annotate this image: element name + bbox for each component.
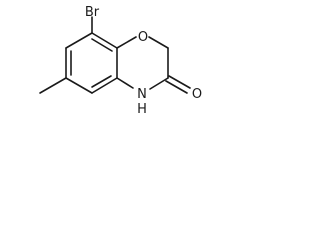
bond-n4-c4a [116, 77, 134, 89]
bond-c7-c8 [65, 32, 93, 49]
ring-oxygen-label: O [138, 30, 148, 45]
carbonyl-bond-inner [165, 80, 188, 94]
oxazinone-ring [116, 36, 169, 90]
bond-o1-c2 [148, 36, 169, 49]
aromatic-double-bond-1 [91, 38, 113, 52]
bond-c8-c8a [91, 32, 118, 49]
bond-c8a-o1 [116, 36, 137, 49]
nitrogen-label: N [137, 87, 147, 102]
bond-c3-n4 [149, 77, 169, 90]
carbonyl-double-bond [165, 75, 191, 94]
amide-hydrogen-label: H [137, 102, 147, 117]
aromatic-double-bond-2 [91, 75, 112, 88]
bromine-label: Br [85, 5, 100, 20]
bond-c6-methyl [39, 77, 67, 94]
benzene-ring [65, 32, 118, 94]
bond-c4a-c5 [91, 77, 118, 94]
carbonyl-oxygen-label: O [192, 87, 202, 102]
chemical-structure-diagram: Br O N H O [39, 5, 202, 117]
bond-c5-c6 [65, 77, 93, 94]
carbonyl-bond-outer [168, 75, 191, 89]
